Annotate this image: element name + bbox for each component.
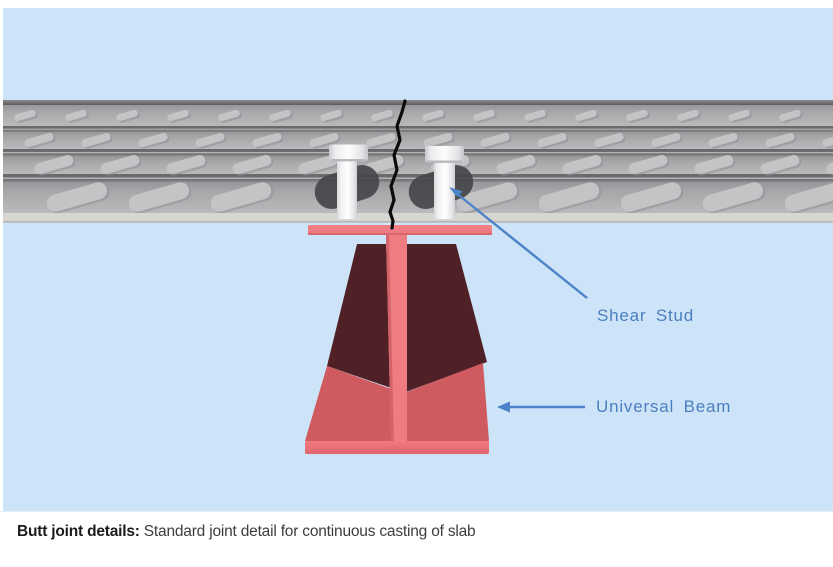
deck-ridge-2 (3, 149, 833, 156)
deck-band-3 (3, 156, 833, 174)
stud-shank (434, 161, 455, 219)
deck-embossments (14, 109, 833, 214)
beam-top-flange (308, 225, 492, 235)
deck-band-1 (3, 105, 833, 126)
universal-beam-graphic (305, 225, 492, 454)
beam-top-flange-edge (308, 233, 492, 235)
shear-stud-arrow (449, 187, 588, 299)
beam-web-edge-shade (386, 234, 394, 444)
universal-beam-arrow (497, 401, 585, 413)
shear-stud-left (329, 144, 368, 219)
butt-joint-diagram: Shear Stud Universal Beam (3, 8, 833, 511)
caption-title: Butt joint details: (17, 523, 140, 540)
universal-beam-label: Universal Beam (596, 397, 732, 416)
butt-joint-line (388, 99, 407, 230)
beam-inner-shadow-right (403, 244, 487, 393)
stud-head-rim (331, 159, 366, 162)
shear-stud-label: Shear Stud (597, 306, 695, 325)
deck-top-edge (3, 100, 833, 105)
caption-text: Standard joint detail for continuous cas… (143, 523, 476, 540)
diagram-graphics (3, 8, 833, 511)
stud-shank (337, 160, 357, 219)
beam-bottom-flange-front (305, 441, 489, 454)
deck-bottom-strip (3, 213, 833, 222)
deck-ridge-1 (3, 126, 833, 132)
deck-band-2 (3, 132, 833, 149)
shear-stud-right (425, 146, 464, 219)
deck-bottom-strip-edge (3, 221, 833, 223)
stud-head (329, 144, 368, 161)
stud-head-rim (427, 160, 462, 163)
stud-head (425, 146, 464, 162)
caption-bar: Butt joint details:Standard joint detail… (0, 511, 833, 567)
beam-inner-shadow-left (327, 244, 394, 389)
